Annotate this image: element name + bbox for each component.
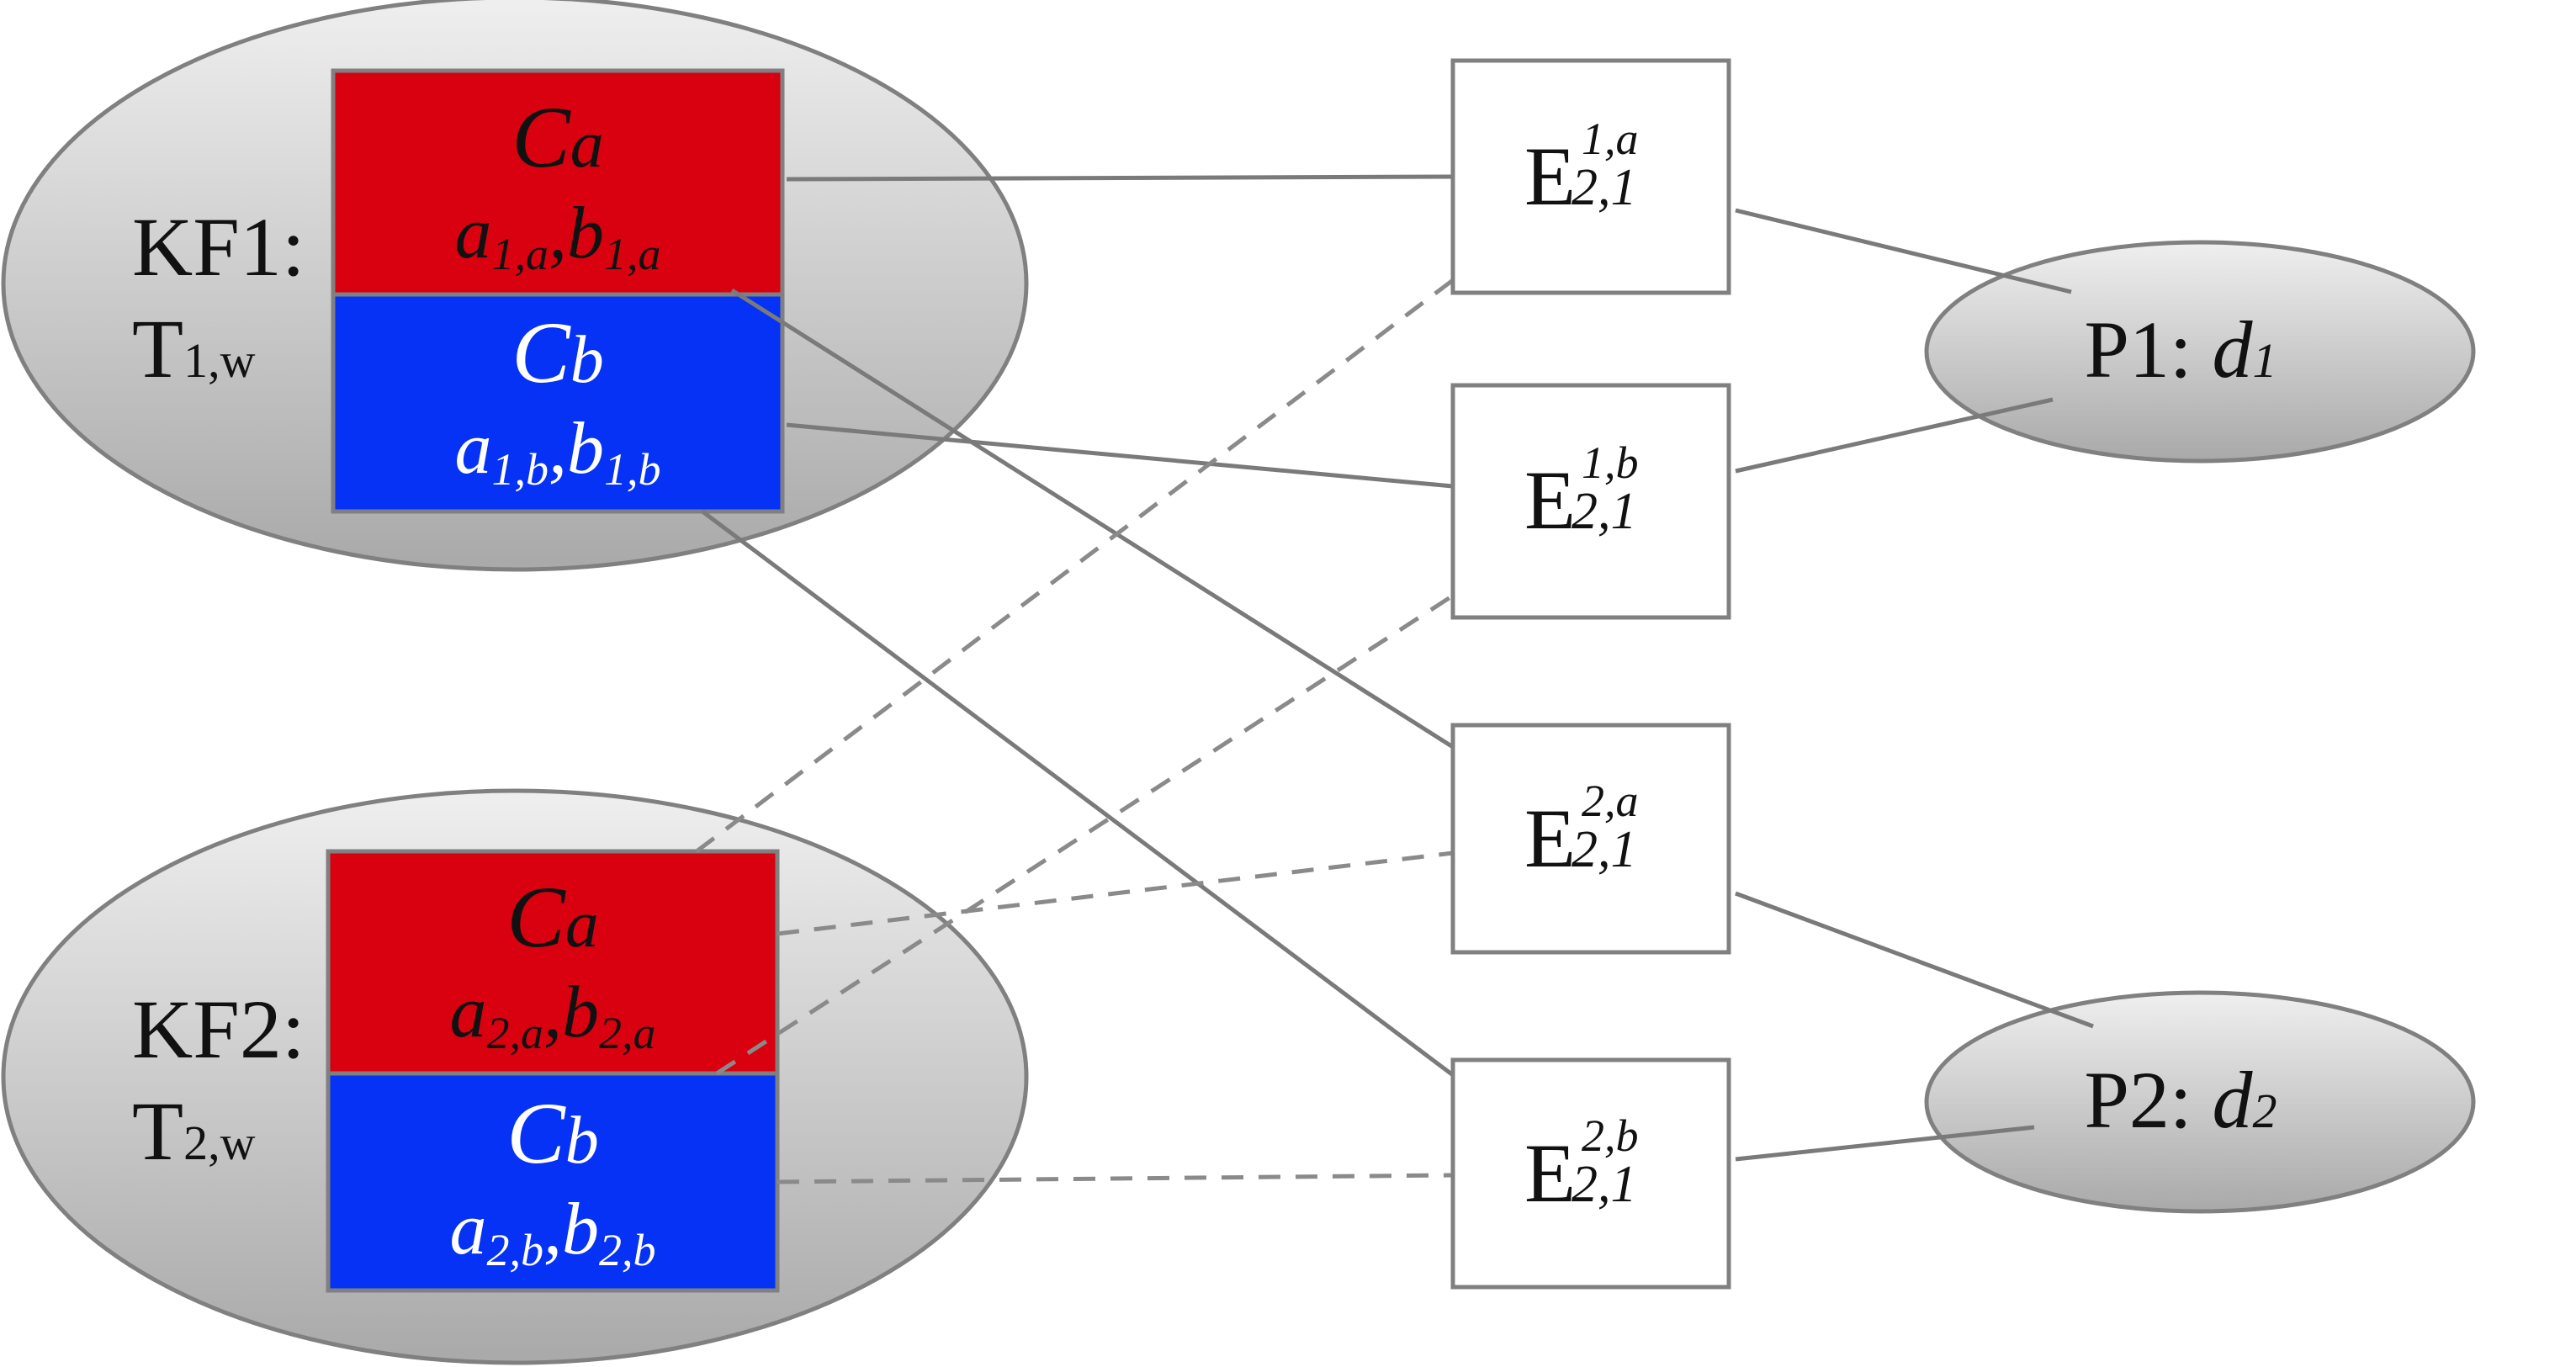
kf2-camera-b-params-a: a [450, 1189, 487, 1270]
kf1-camera-b-params: a1,b,b1,b [455, 408, 661, 495]
edge-line-kf2a-e2a-dashed [777, 850, 1454, 936]
edge-label-1b: E 1,b 2,1 [1524, 437, 1639, 547]
edge-box-1a [1450, 58, 1731, 295]
kf1-camera-a-params-sub2: 1,a [604, 229, 661, 279]
kf1-camera-a-name: Ca [511, 89, 603, 186]
edge-line-kf2b-e2b-dashed [777, 1173, 1454, 1184]
point-1-label: P1: d1 [2084, 305, 2277, 395]
kf2-camera-a-name: Ca [506, 869, 598, 966]
edge-line-e2b-p2 [1735, 1125, 2035, 1162]
kf2-camera-b-params: a2,b,b2,b [450, 1189, 656, 1275]
svg-text:E: E [1524, 130, 1576, 223]
svg-text:1,b: 1,b [1582, 437, 1639, 488]
kf2-camera-b-name: Cb [506, 1085, 598, 1182]
kf2-camera-a-name-sub: a [565, 887, 599, 962]
edge-line-e2a-p2 [1735, 891, 2094, 1029]
kf2-pose-sub: 2,w [183, 1115, 256, 1170]
kf1-camera-b-block [331, 292, 785, 514]
kf1-camera-b-name: Cb [511, 305, 603, 401]
svg-text:2,1: 2,1 [1572, 821, 1637, 878]
kf1-camera-b-params-sub1: 1,b [492, 444, 549, 495]
svg-text:2,b: 2,b [1582, 1110, 1639, 1161]
edge-line-kf2a-e1a-dashed [695, 278, 1455, 853]
kf2-pose-main: T [132, 1084, 183, 1178]
kf1-label: KF1: [132, 200, 305, 294]
kf2-camera-b-params-sep: ,b [543, 1189, 599, 1270]
kf2-camera-a-params-sub2: 2,a [599, 1008, 656, 1058]
point-1-ellipse [1924, 240, 2476, 464]
edge-line-kf2b-e1b-dashed [715, 593, 1455, 1076]
kf2-camera-b-params-sub2: 2,b [599, 1225, 656, 1275]
edge-box-2b [1450, 1057, 1731, 1290]
svg-text:E: E [1524, 1126, 1576, 1220]
edge-line-kf1a-e2a [730, 288, 1455, 750]
kf2-camera-a-params-sub1: 2,a [487, 1008, 544, 1058]
kf2-camera-b-name-sub: b [565, 1104, 599, 1178]
svg-text:1,a: 1,a [1582, 114, 1639, 164]
edge-line-e1b-p1 [1735, 397, 2054, 474]
point-2-ellipse [1924, 990, 2476, 1214]
kf2-camera-b-block [326, 1071, 780, 1293]
kf1-camera-b-name-main: C [511, 305, 571, 401]
edge-label-1a: E 1,a 2,1 [1524, 114, 1639, 223]
kf1-pose-main: T [132, 302, 183, 395]
svg-text:2,1: 2,1 [1572, 159, 1637, 216]
edge-line-e1a-p1 [1735, 208, 2072, 294]
point-1-var-sub: 1 [2253, 333, 2277, 388]
kf1-camera-a-params-sub1: 1,a [492, 229, 549, 279]
svg-text:2,1: 2,1 [1572, 483, 1637, 540]
kf2-camera-a-params: a2,a,b2,a [450, 972, 656, 1058]
point-2-var: d [2213, 1055, 2254, 1145]
svg-text:E: E [1524, 792, 1576, 885]
edge-label-2b: E 2,b 2,1 [1524, 1110, 1639, 1220]
kf1-camera-a-name-sub: a [570, 108, 604, 182]
kf2-camera-a-params-a: a [450, 972, 487, 1053]
kf1-camera-b-params-a: a [455, 408, 492, 490]
kf2-pose-label: T2,w [132, 1084, 256, 1178]
kf2-camera-b-name-main: C [506, 1085, 566, 1182]
edge-line-kf1b-e2b [701, 510, 1455, 1077]
point-1-label-main: P1: [2084, 305, 2212, 395]
point-2-label: P2: d2 [2084, 1055, 2277, 1145]
solid-edges [701, 174, 2094, 1162]
kf2-camera-b-params-sub1: 2,b [487, 1225, 544, 1275]
edge-label-2a: E 2,a 2,1 [1524, 776, 1639, 885]
kf1-camera-a-block [331, 68, 785, 297]
kf2-label: KF2: [132, 983, 305, 1076]
point-1-var: d [2213, 305, 2254, 395]
kf1-camera-b-params-sub2: 1,b [604, 444, 661, 495]
kf1-camera-b-params-sep: ,b [549, 408, 604, 490]
point-2-label-main: P2: [2084, 1055, 2212, 1145]
svg-text:E: E [1524, 453, 1576, 547]
kf1-camera-b-name-sub: b [570, 323, 604, 397]
kf1-pose-sub: 1,w [183, 333, 256, 388]
edge-box-2a [1450, 723, 1731, 955]
kf1-camera-a-name-main: C [511, 89, 571, 186]
kf1-pose-label: T1,w [132, 302, 256, 395]
dashed-edges [695, 278, 1455, 1184]
edge-box-1b [1450, 383, 1731, 620]
kf2-camera-a-name-main: C [506, 869, 566, 966]
kf1-camera-a-params-sep: ,b [549, 193, 604, 274]
svg-text:2,1: 2,1 [1572, 1156, 1637, 1213]
kf1-camera-a-params: a1,a,b1,a [455, 193, 661, 279]
point-2-var-sub: 2 [2253, 1084, 2277, 1138]
edge-line-kf1a-e1a [786, 174, 1454, 182]
kf2-camera-a-params-sep: ,b [543, 972, 599, 1053]
edge-line-kf1b-e1b [786, 422, 1454, 489]
kf1-camera-a-params-a: a [455, 193, 492, 274]
svg-text:2,a: 2,a [1582, 776, 1639, 826]
